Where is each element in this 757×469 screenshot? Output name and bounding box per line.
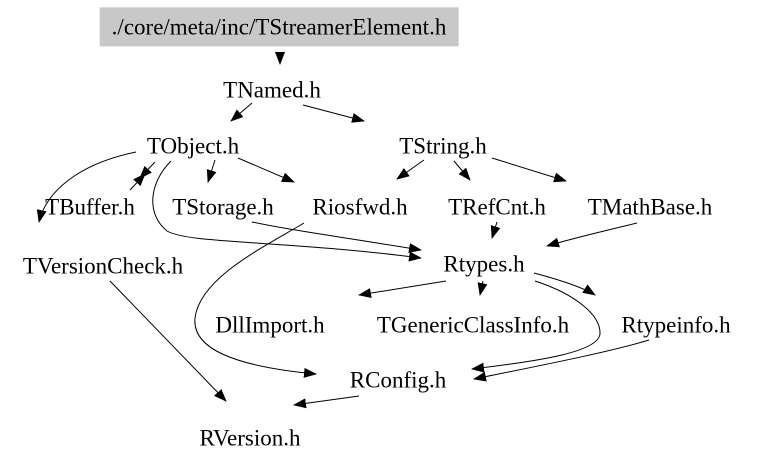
edge-riosfwd-rconfig <box>194 222 317 378</box>
node-tnamed[interactable]: TNamed.h <box>223 77 321 103</box>
edge-tbuffer-tobject <box>129 173 146 191</box>
node-dllimport[interactable]: DllImport.h <box>215 312 325 338</box>
node-tgenericclassinfo[interactable]: TGenericClassInfo.h <box>376 312 570 338</box>
edge-rtypes-rtypeinfo <box>533 272 596 296</box>
edge-trefcnt-rtypes <box>490 221 501 239</box>
node-tstreamerelement[interactable]: ./core/meta/inc/TStreamerElement.h <box>99 7 459 47</box>
edge-tobject-tversioncheck <box>36 151 137 223</box>
edge-tnamed-tobject <box>230 102 253 122</box>
node-rconfig[interactable]: RConfig.h <box>349 367 447 393</box>
node-rtypes[interactable]: Rtypes.h <box>443 251 525 277</box>
node-rversion[interactable]: RVersion.h <box>199 425 301 451</box>
node-tbuffer[interactable]: TBuffer.h <box>45 194 135 220</box>
edge-tmathbase-rtypes <box>546 222 638 248</box>
node-trefcnt[interactable]: TRefCnt.h <box>448 194 546 220</box>
edge-tobject-tstorage <box>206 159 217 183</box>
node-tstring[interactable]: TString.h <box>399 133 487 159</box>
edge-tstorage-rtypes <box>251 221 422 254</box>
edge-rtypeinfo-rconfig <box>473 339 650 382</box>
node-tversioncheck[interactable]: TVersionCheck.h <box>22 253 184 279</box>
edge-tobject-tbuffer <box>139 161 156 179</box>
edge-tversioncheck-rversion <box>109 280 227 402</box>
edge-rconfig-rversion <box>293 395 360 409</box>
node-tmathbase[interactable]: TMathBase.h <box>587 194 713 220</box>
edge-tobject-riosfwd <box>237 157 295 183</box>
edge-tstring-trefcnt <box>453 160 471 181</box>
edge-rtypes-tgenericclassinfo <box>477 280 488 296</box>
edge-tobject-rtypes <box>152 160 422 262</box>
edge-rtypes-dllimport <box>358 280 447 299</box>
node-rtypeinfo[interactable]: Rtypeinfo.h <box>621 312 731 338</box>
edge-tstring-tmathbase <box>491 157 567 183</box>
node-riosfwd[interactable]: Riosfwd.h <box>312 194 408 220</box>
node-tobject[interactable]: TObject.h <box>146 133 240 159</box>
node-tstorage[interactable]: TStorage.h <box>172 194 274 220</box>
edge-tnamed-tstring <box>302 104 365 123</box>
edge-rtypes-rconfig <box>471 280 601 373</box>
edge-tstring-riosfwd <box>396 159 425 180</box>
